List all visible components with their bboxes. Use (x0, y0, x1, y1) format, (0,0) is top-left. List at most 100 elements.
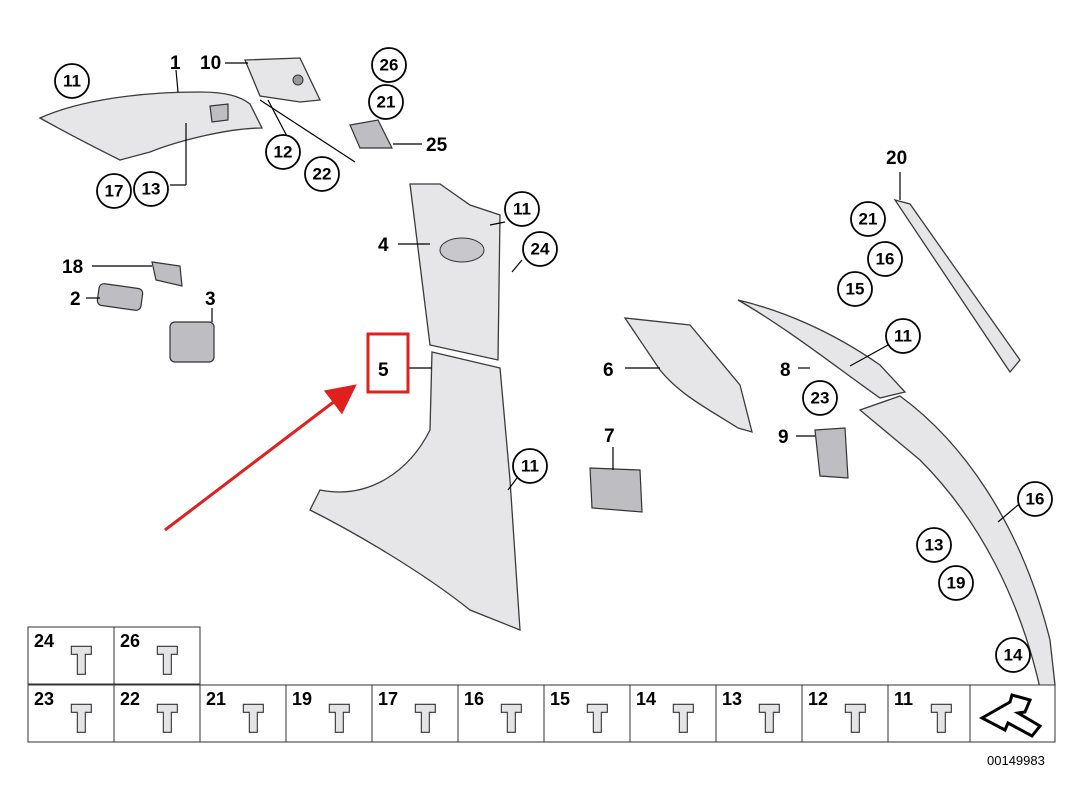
part-6-trim (623, 317, 753, 433)
part-20-strip (893, 198, 1021, 374)
label-20: 20 (886, 148, 907, 169)
part-8-trim (737, 299, 907, 399)
fastener-label: 19 (292, 689, 312, 709)
fastener-label: 16 (464, 689, 484, 709)
part-4-upper-pillar (409, 183, 501, 361)
svg-text:21: 21 (859, 210, 878, 229)
fastener-label: 14 (636, 689, 656, 709)
callout-11: 11 (504, 191, 540, 227)
label-9: 9 (778, 427, 789, 448)
fastener-label: 22 (120, 689, 140, 709)
callout-13: 13 (133, 171, 169, 207)
fastener-cell-17: 17 (371, 684, 459, 743)
callout-22: 22 (304, 156, 340, 192)
fastener-cell-23: 23 (27, 684, 115, 743)
callout-12: 12 (265, 134, 301, 170)
fastener-icon (672, 703, 694, 733)
arrow-box (969, 684, 1056, 743)
svg-text:24: 24 (531, 240, 550, 259)
fastener-label: 26 (120, 631, 140, 651)
callout-14: 14 (995, 637, 1031, 673)
svg-text:16: 16 (876, 250, 895, 269)
highlight-box (366, 332, 410, 394)
fastener-cell-26: 26 (113, 626, 201, 685)
label-7: 7 (604, 426, 615, 447)
label-3: 3 (205, 289, 216, 310)
label-25: 25 (426, 135, 448, 156)
callout-16: 16 (1017, 481, 1053, 517)
label-18: 18 (62, 257, 83, 278)
callout-26: 26 (371, 47, 407, 83)
callout-24: 24 (522, 231, 558, 267)
fastener-icon (500, 703, 522, 733)
fastener-icon (70, 703, 92, 733)
svg-text:11: 11 (521, 457, 539, 476)
label-2: 2 (70, 289, 81, 310)
fastener-icon (844, 703, 866, 733)
svg-text:11: 11 (513, 200, 531, 219)
fastener-cell-11: 11 (887, 684, 975, 743)
fastener-icon (930, 703, 952, 733)
fastener-icon (586, 703, 608, 733)
svg-text:16: 16 (1026, 490, 1045, 509)
fastener-cell-24: 24 (27, 626, 115, 685)
part-10-bracket (244, 57, 321, 103)
svg-text:22: 22 (313, 165, 332, 184)
part-1-trim (38, 91, 264, 161)
callout-16: 16 (867, 241, 903, 277)
part-5-lower-pillar (309, 351, 521, 631)
red-arrow (164, 384, 357, 532)
part-9-cap (814, 427, 849, 479)
fastener-cell-13: 13 (715, 684, 803, 743)
part-18-bracket (151, 261, 183, 287)
fastener-cell-19: 19 (285, 684, 373, 743)
svg-text:19: 19 (947, 574, 966, 593)
svg-text:12: 12 (274, 143, 293, 162)
fastener-icon (156, 703, 178, 733)
callout-17: 17 (96, 173, 132, 209)
fastener-label: 13 (722, 689, 742, 709)
fastener-icon (156, 645, 178, 675)
fastener-icon (328, 703, 350, 733)
callout-11: 11 (885, 318, 921, 354)
fastener-cell-12: 12 (801, 684, 889, 743)
fastener-cell-22: 22 (113, 684, 201, 743)
part-7-badge (589, 467, 643, 513)
svg-text:17: 17 (105, 182, 124, 201)
callout-21: 21 (850, 201, 886, 237)
part-2-badge (96, 283, 144, 311)
fastener-label: 12 (808, 689, 828, 709)
fastener-icon (758, 703, 780, 733)
fastener-cell-14: 14 (629, 684, 717, 743)
callout-11: 11 (512, 448, 548, 484)
part-25-clip (349, 119, 393, 149)
fastener-cell-16: 16 (457, 684, 545, 743)
label-10: 10 (200, 53, 221, 74)
fastener-label: 21 (206, 689, 226, 709)
svg-text:15: 15 (846, 280, 865, 299)
svg-text:11: 11 (63, 72, 81, 91)
svg-text:21: 21 (377, 93, 396, 112)
fastener-icon (242, 703, 264, 733)
callout-19: 19 (938, 565, 974, 601)
part-3-badge (169, 321, 215, 363)
document-number: 00149983 (987, 753, 1045, 768)
callout-13: 13 (916, 527, 952, 563)
label-1: 1 (170, 53, 181, 74)
fastener-label: 17 (378, 689, 398, 709)
fastener-icon (414, 703, 436, 733)
label-4: 4 (378, 235, 389, 256)
label-8: 8 (780, 360, 791, 381)
fastener-cell-15: 15 (543, 684, 631, 743)
svg-text:14: 14 (1004, 646, 1023, 665)
fastener-label: 23 (34, 689, 54, 709)
callout-23: 23 (802, 380, 838, 416)
callout-15: 15 (837, 271, 873, 307)
svg-text:13: 13 (142, 180, 161, 199)
fastener-icon (70, 645, 92, 675)
svg-text:26: 26 (380, 56, 399, 75)
fastener-label: 11 (894, 689, 913, 709)
